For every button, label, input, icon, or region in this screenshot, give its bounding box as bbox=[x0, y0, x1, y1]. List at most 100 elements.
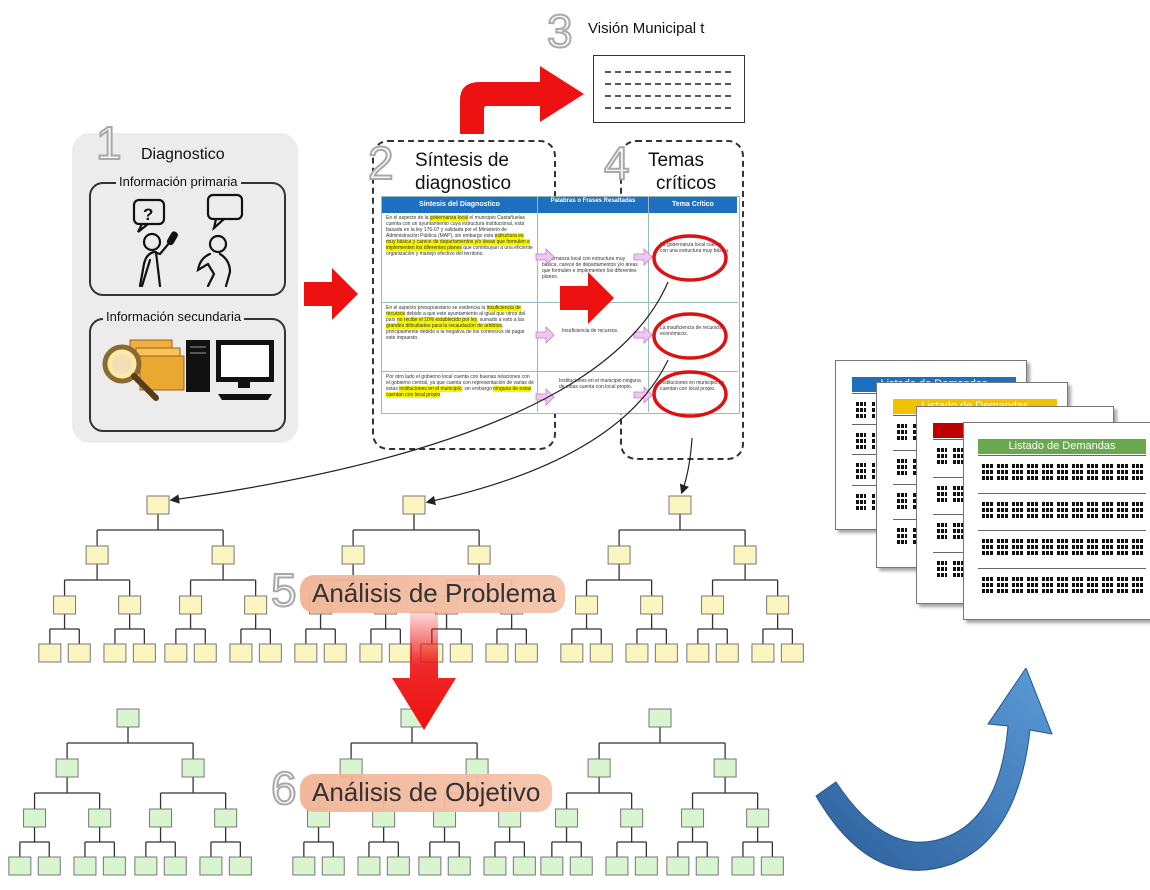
table-hline-2 bbox=[382, 371, 738, 372]
objective-tree-2-leaf bbox=[483, 856, 507, 876]
demand-list-cell bbox=[937, 446, 947, 464]
problem-tree-3-node bbox=[607, 545, 631, 565]
objective-tree-1-root bbox=[116, 708, 140, 728]
problem-tree-3-leaf bbox=[686, 643, 710, 663]
demand-list-cell bbox=[937, 483, 947, 502]
demand-list-cell bbox=[1012, 462, 1024, 480]
problem-tree-2-leaf bbox=[514, 643, 538, 663]
demand-list-cell bbox=[1102, 499, 1114, 518]
table-header-col2: Palabras o Frases Resaltadas bbox=[538, 197, 648, 213]
blue-curved-arrow bbox=[815, 668, 1053, 871]
problem-tree-2-node bbox=[467, 545, 491, 565]
problem-tree-1-leaf bbox=[132, 643, 156, 663]
demand-list-title: Listado de Demandas bbox=[978, 439, 1146, 454]
demand-list-cell bbox=[1087, 574, 1099, 593]
objective-tree-2-leaf bbox=[357, 856, 381, 876]
problem-tree-1-leaf bbox=[258, 643, 282, 663]
objective-tree-3-node bbox=[555, 808, 579, 828]
demand-list-cell bbox=[1117, 499, 1129, 518]
table-col2-row1: Gobernanza local con estructura muy bási… bbox=[542, 256, 638, 280]
pink-arrows bbox=[535, 248, 653, 406]
demand-list-cell bbox=[1102, 574, 1114, 593]
problem-tree-3-node bbox=[733, 545, 757, 565]
demand-list-cell bbox=[1132, 499, 1144, 518]
objective-tree-3-node bbox=[681, 808, 705, 828]
step-2-number: 2 bbox=[367, 137, 395, 189]
demand-list-cell bbox=[982, 462, 994, 480]
objective-tree-3-leaf bbox=[569, 856, 593, 876]
step-6-number: 6 bbox=[270, 762, 298, 814]
table-header-col1: Síntesis del Diagnostico bbox=[382, 197, 537, 213]
objective-tree-3-leaf bbox=[540, 856, 564, 876]
question-speech-icon bbox=[132, 198, 166, 233]
demand-list-cell bbox=[856, 430, 866, 449]
objective-tree-2-leaf bbox=[418, 856, 442, 876]
demand-list-cell bbox=[1027, 574, 1039, 593]
step-3-number: 3 bbox=[546, 5, 574, 57]
problem-tree-1-node bbox=[85, 545, 109, 565]
objective-tree-3-leaf bbox=[634, 856, 658, 876]
demand-list-cell bbox=[1087, 499, 1099, 518]
problem-tree-3-node bbox=[701, 595, 725, 615]
demand-list-cell bbox=[1027, 499, 1039, 518]
objective-tree-1-leaf bbox=[37, 856, 61, 876]
objective-tree-3-leaf bbox=[731, 856, 755, 876]
demand-list-cell bbox=[1057, 537, 1069, 555]
objective-tree-2-leaf bbox=[292, 856, 316, 876]
demand-list-cell bbox=[1072, 499, 1084, 518]
analisis-objetivo-title: Análisis de Objetivo bbox=[312, 777, 541, 807]
demand-list-cell bbox=[1132, 574, 1144, 593]
table-col2-row2: Insuficiencia de recursos. bbox=[562, 328, 619, 334]
red-arrow-right-2 bbox=[560, 272, 614, 324]
problem-tree-3-leaf bbox=[780, 643, 804, 663]
objective-tree-1-node bbox=[23, 808, 47, 828]
connector-arrow-to-tree-2 bbox=[425, 359, 669, 506]
problem-tree-1-node bbox=[118, 595, 142, 615]
desktop-computer-icon bbox=[186, 340, 274, 400]
demand-list-cell bbox=[1117, 537, 1129, 555]
problem-tree-1-node bbox=[179, 595, 203, 615]
table-vline-1 bbox=[537, 197, 538, 412]
demand-list-cell bbox=[897, 525, 907, 544]
demand-list-grid bbox=[978, 455, 1146, 605]
demand-list-cell bbox=[856, 400, 866, 418]
interview-illustration: ? bbox=[132, 193, 244, 288]
objective-tree-1-node bbox=[181, 758, 205, 778]
temas-title-line2: críticos bbox=[656, 173, 717, 194]
problem-tree-3-leaf bbox=[560, 643, 584, 663]
analisis-problema-banner: Análisis de Problema bbox=[300, 575, 565, 613]
objective-tree-1-leaf bbox=[8, 856, 32, 876]
objective-tree-3-leaf bbox=[605, 856, 629, 876]
red-arrow-down bbox=[392, 612, 456, 730]
demand-list-cell bbox=[1057, 499, 1069, 518]
vision-document bbox=[593, 55, 745, 123]
table-header-col3-text: Tema Crítico bbox=[672, 201, 714, 208]
objective-tree-3-node bbox=[713, 758, 737, 778]
problem-tree-2-leaf bbox=[485, 643, 509, 663]
red-highlight-circles bbox=[652, 234, 728, 418]
problem-tree-2-leaf bbox=[323, 643, 347, 663]
demand-list-cell bbox=[1072, 462, 1084, 480]
problem-tree-3-node bbox=[575, 595, 599, 615]
table-header-col2-text: Palabras o Frases Resaltadas bbox=[550, 198, 636, 204]
secondary-sources-illustration bbox=[102, 339, 274, 401]
demand-list-cell bbox=[1102, 462, 1114, 480]
connector-arrow-to-tree-1 bbox=[169, 281, 669, 504]
problem-tree-1-leaf bbox=[193, 643, 217, 663]
table-header-col3: Tema Crítico bbox=[649, 197, 737, 213]
step-4-number: 4 bbox=[603, 137, 631, 189]
demand-list-cell bbox=[982, 574, 994, 593]
objective-tree-1-leaf bbox=[73, 856, 97, 876]
demand-list-cell bbox=[1132, 462, 1144, 480]
objective-tree-1-node bbox=[55, 758, 79, 778]
objective-tree-1-leaf bbox=[163, 856, 187, 876]
objective-tree-2-leaf bbox=[321, 856, 345, 876]
demand-list-document: Listado de Demandas bbox=[963, 422, 1150, 620]
demand-list-cell bbox=[1057, 574, 1069, 593]
demand-list-cell bbox=[1072, 537, 1084, 555]
table-col1-row2: En el aspecto presupuestario se evidenci… bbox=[386, 305, 526, 341]
demand-list-cell bbox=[1012, 574, 1024, 593]
table-col2-row3: Instituciones en el municipio ninguna de… bbox=[559, 378, 641, 390]
objective-tree-3-leaf bbox=[760, 856, 784, 876]
demand-list-cell bbox=[982, 499, 994, 518]
